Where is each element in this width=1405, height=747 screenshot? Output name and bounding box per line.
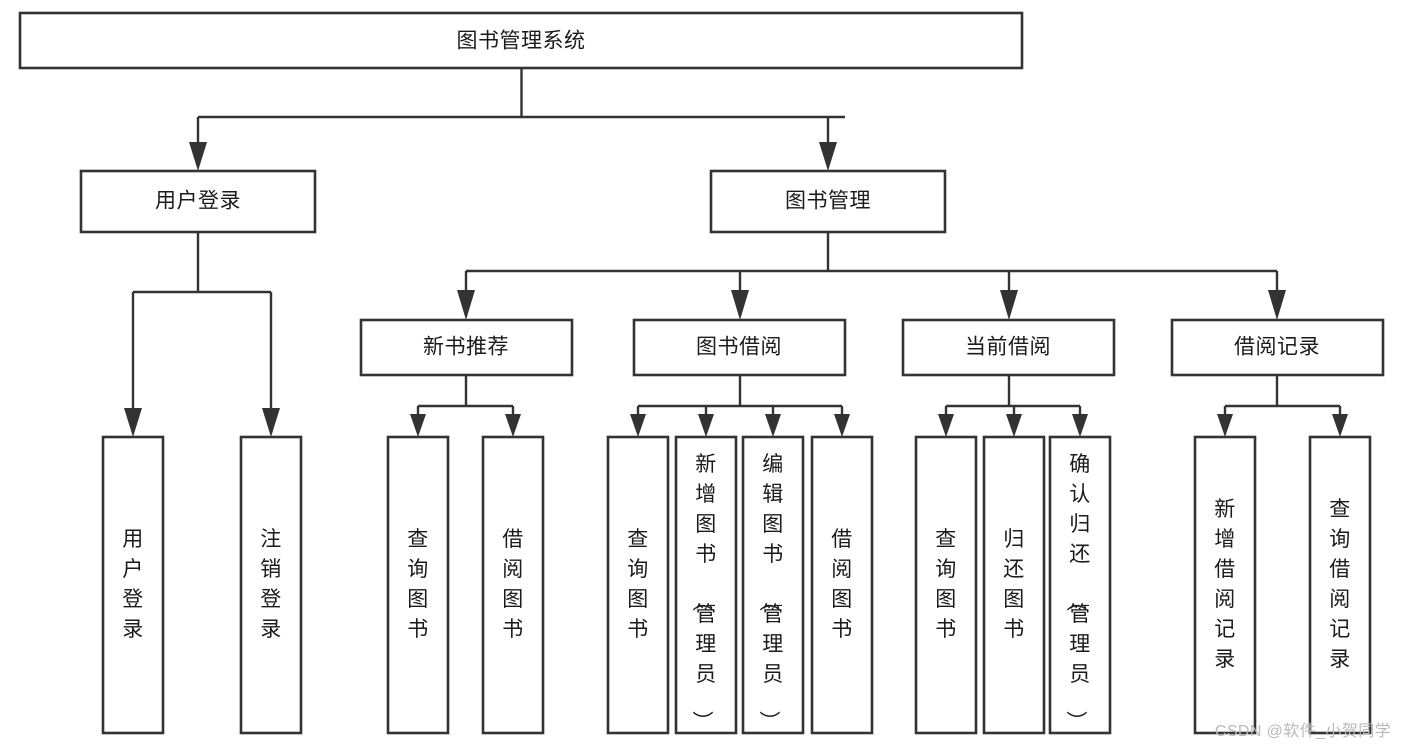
csdn-watermark: CSDN @软件_小贺同学 <box>1214 723 1391 740</box>
leaf-logout[interactable]: 注销登录 <box>239 435 303 735</box>
arrowhead-current-leaf-3 <box>1072 414 1088 437</box>
arrowhead-record <box>1268 290 1286 320</box>
leaf-borrow-add-book[interactable]: 新增图书（管理员） <box>674 435 738 735</box>
node-user-login-box <box>79 169 317 234</box>
node-borrow-record-label: 借阅记录 <box>1234 336 1320 359</box>
arrowhead-record-leaf-2 <box>1332 414 1348 437</box>
leaf-current-return-book-box <box>982 435 1046 735</box>
node-book-manage-label: 图书管理 <box>785 190 871 213</box>
node-new-book-recommend-label: 新书推荐 <box>423 336 509 359</box>
node-root-system-label: 图书管理系统 <box>457 30 586 53</box>
arrowhead-leaf-user-login <box>124 408 142 437</box>
arrowhead-current-leaf-2 <box>1006 414 1022 437</box>
leaf-newbook-query-book[interactable]: 查询图书 <box>386 435 450 735</box>
leaf-record-query-record-box <box>1308 435 1372 735</box>
leaf-borrow-add-book-label: 新增图书（管理员） <box>690 453 717 733</box>
arrowhead-record-leaf-1 <box>1217 414 1233 437</box>
connector-layer <box>124 68 1348 437</box>
arrowhead-newbook <box>457 290 475 320</box>
leaf-borrow-query-book[interactable]: 查询图书 <box>606 435 670 735</box>
leaf-user-login-label: 用户登录 <box>122 528 144 641</box>
arrowhead-book-manage <box>819 142 837 171</box>
leaf-logout-box <box>239 435 303 735</box>
leaf-borrow-borrow-book[interactable]: 借阅图书 <box>810 435 874 735</box>
leaf-borrow-edit-book[interactable]: 编辑图书（管理员） <box>741 435 805 735</box>
node-book-manage-box <box>709 169 947 234</box>
leaf-borrow-borrow-book-label: 借阅图书 <box>831 528 853 641</box>
leaf-borrow-query-book-label: 查询图书 <box>627 528 649 641</box>
node-book-borrow[interactable]: 图书借阅 <box>632 318 847 377</box>
leaf-record-add-record[interactable]: 新增借阅记录 <box>1193 435 1257 735</box>
node-new-book-recommend-box <box>359 318 574 377</box>
leaf-current-return-book-label: 归还图书 <box>1003 528 1025 641</box>
node-user-login[interactable]: 用户登录 <box>79 169 317 234</box>
node-book-manage[interactable]: 图书管理 <box>709 169 947 234</box>
leaf-record-add-record-label: 新增借阅记录 <box>1214 498 1236 671</box>
arrowhead-leaf-logout <box>262 408 280 437</box>
arrowhead-current-leaf-1 <box>938 414 954 437</box>
leaf-user-login[interactable]: 用户登录 <box>101 435 165 735</box>
leaf-newbook-borrow-book-box <box>481 435 545 735</box>
arrowhead-borrow-leaf-2 <box>698 414 714 437</box>
leaf-current-return-book[interactable]: 归还图书 <box>982 435 1046 735</box>
node-root-system[interactable]: 图书管理系统 <box>18 11 1024 70</box>
leaf-user-login-box <box>101 435 165 735</box>
leaf-borrow-borrow-book-box <box>810 435 874 735</box>
arrowhead-borrow-leaf-3 <box>765 414 781 437</box>
leaf-current-query-book[interactable]: 查询图书 <box>914 435 978 735</box>
arrowhead-borrow <box>731 290 749 320</box>
leaf-record-query-record-label: 查询借阅记录 <box>1329 498 1351 671</box>
leaf-current-confirm-return-box <box>1048 435 1112 735</box>
node-new-book-recommend[interactable]: 新书推荐 <box>359 318 574 377</box>
leaf-newbook-query-book-label: 查询图书 <box>407 528 429 641</box>
node-borrow-record-box <box>1170 318 1385 377</box>
leaf-borrow-edit-book-label: 编辑图书（管理员） <box>757 453 784 733</box>
leaf-current-confirm-return-label: 确认归还（管理员） <box>1064 453 1091 733</box>
leaf-logout-label: 注销登录 <box>260 528 282 641</box>
leaf-record-query-record[interactable]: 查询借阅记录 <box>1308 435 1372 735</box>
node-book-borrow-box <box>632 318 847 377</box>
leaf-current-query-book-label: 查询图书 <box>935 528 957 641</box>
leaf-newbook-borrow-book[interactable]: 借阅图书 <box>481 435 545 735</box>
leaf-borrow-query-book-box <box>606 435 670 735</box>
arrowhead-newbook-leaf-2 <box>505 414 521 437</box>
arrowhead-newbook-leaf-1 <box>410 414 426 437</box>
node-current-borrow-box <box>901 318 1116 377</box>
leaf-record-add-record-box <box>1193 435 1257 735</box>
arrowhead-borrow-leaf-4 <box>834 414 850 437</box>
node-current-borrow[interactable]: 当前借阅 <box>901 318 1116 377</box>
arrowhead-user-login <box>189 142 207 171</box>
node-root-system-box <box>18 11 1024 70</box>
leaf-current-confirm-return[interactable]: 确认归还（管理员） <box>1048 435 1112 735</box>
arrowhead-borrow-leaf-1 <box>630 414 646 437</box>
leaf-borrow-edit-book-box <box>741 435 805 735</box>
node-borrow-record[interactable]: 借阅记录 <box>1170 318 1385 377</box>
leaf-newbook-borrow-book-label: 借阅图书 <box>502 528 524 641</box>
leaf-current-query-book-box <box>914 435 978 735</box>
node-user-login-label: 用户登录 <box>155 190 241 213</box>
leaf-newbook-query-book-box <box>386 435 450 735</box>
node-book-borrow-label: 图书借阅 <box>696 336 782 359</box>
leaf-borrow-add-book-box <box>674 435 738 735</box>
arrowhead-current <box>1000 290 1018 320</box>
node-current-borrow-label: 当前借阅 <box>965 336 1051 359</box>
